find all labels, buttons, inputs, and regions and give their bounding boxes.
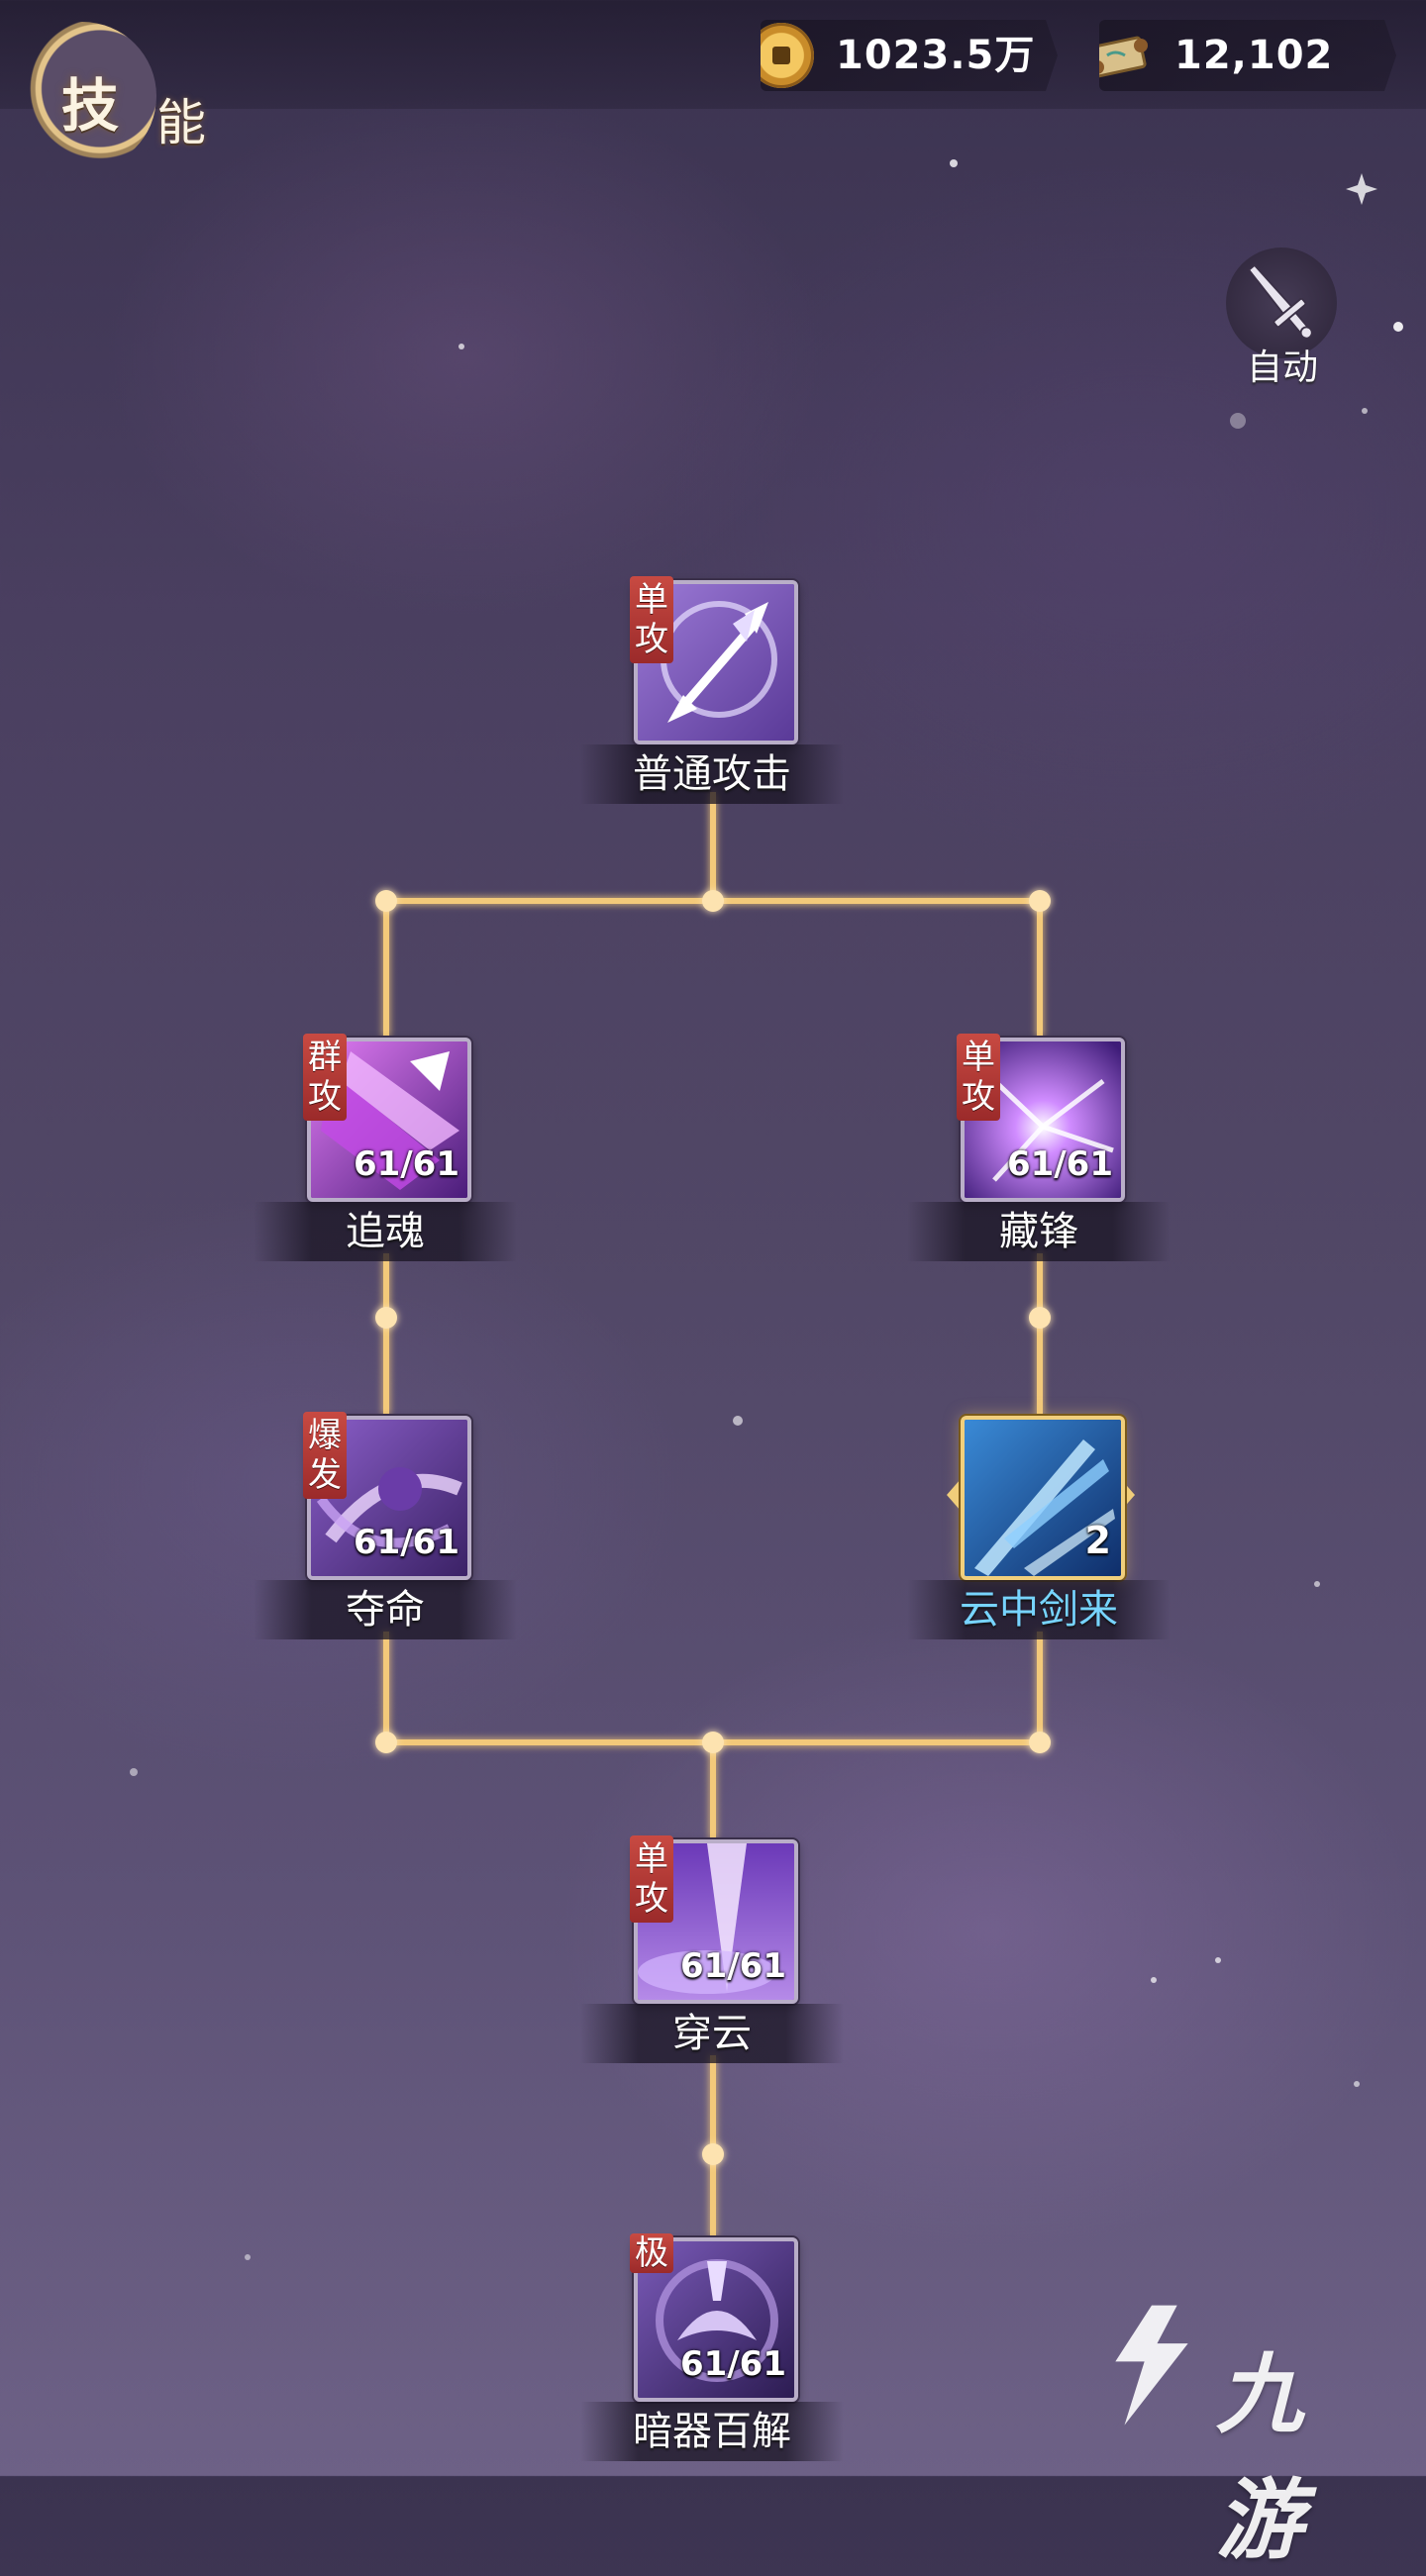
skill-name: 普通攻击 — [580, 744, 844, 804]
starfield-background — [0, 0, 1426, 2476]
skill-node-normal-attack[interactable]: 单攻 普通攻击 — [580, 576, 844, 814]
sword-icon — [1247, 263, 1313, 340]
skill-name: 暗器百解 — [580, 2402, 844, 2461]
skill-name: 追魂 — [254, 1202, 517, 1261]
jiuyou-watermark: 九游 — [1097, 2297, 1394, 2571]
title-char-2: 能 — [156, 94, 206, 151]
skill-level: 61/61 — [679, 1946, 786, 1986]
skill-level: 61/61 — [679, 2344, 786, 2384]
skill-icon-yunzhong-jianlai — [961, 1416, 1125, 1580]
jiuyou-logo — [1115, 2305, 1188, 2426]
skill-type-badge: 爆发 — [303, 1412, 347, 1499]
selected-left-marker — [947, 1479, 961, 1511]
skill-type-badge: 极 — [630, 2233, 673, 2273]
auto-button[interactable]: 自动 — [1220, 248, 1339, 396]
skill-name: 夺命 — [254, 1580, 517, 1639]
skill-node-zhuihun[interactable]: 群攻 61/61 追魂 — [254, 1034, 517, 1271]
coin-icon — [761, 23, 814, 88]
skill-tree-connectors — [375, 792, 1051, 2237]
page-title: 技 能 — [8, 22, 206, 170]
skill-node-yunzhong-jianlai[interactable]: 2 云中剑来 — [907, 1416, 1171, 1649]
scroll-currency[interactable]: 12,102 — [1099, 20, 1396, 91]
watermark-text: 九游 — [1216, 2343, 1308, 2571]
skill-type-badge: 单攻 — [630, 576, 673, 663]
skill-node-duoming[interactable]: 爆发 61/61 夺命 — [254, 1412, 517, 1649]
skill-level: 61/61 — [353, 1144, 459, 1184]
skill-name: 穿云 — [580, 2004, 844, 2063]
skill-level: 61/61 — [353, 1523, 459, 1562]
crystal-shard-skill-icon — [311, 1041, 467, 1198]
skill-node-cangfeng[interactable]: 单攻 61/61 藏锋 — [907, 1034, 1171, 1271]
skill-type-badge: 群攻 — [303, 1034, 347, 1121]
title-char-1: 技 — [61, 72, 120, 140]
skill-type-badge: 单攻 — [630, 1835, 673, 1923]
scroll-icon — [1099, 36, 1148, 78]
skill-node-anqi-baijie[interactable]: 极 61/61 暗器百解 — [580, 2233, 844, 2471]
skill-name: 藏锋 — [907, 1202, 1171, 1261]
gold-amount: 1023.5万 — [836, 33, 1036, 78]
auto-button-label: 自动 — [1246, 347, 1318, 388]
moon-emblem-icon — [8, 22, 156, 170]
skill-type-badge: 单攻 — [957, 1034, 1000, 1121]
skill-level: 2 — [1084, 1519, 1111, 1562]
flying-swords-skill-icon — [965, 1420, 1121, 1576]
gold-currency[interactable]: 1023.5万 — [761, 20, 1058, 91]
skill-level: 61/61 — [1006, 1144, 1113, 1184]
scroll-amount: 12,102 — [1174, 33, 1334, 78]
skill-node-chuanyun[interactable]: 单攻 61/61 穿云 — [580, 1835, 844, 2073]
skill-name: 云中剑来 — [907, 1580, 1171, 1639]
